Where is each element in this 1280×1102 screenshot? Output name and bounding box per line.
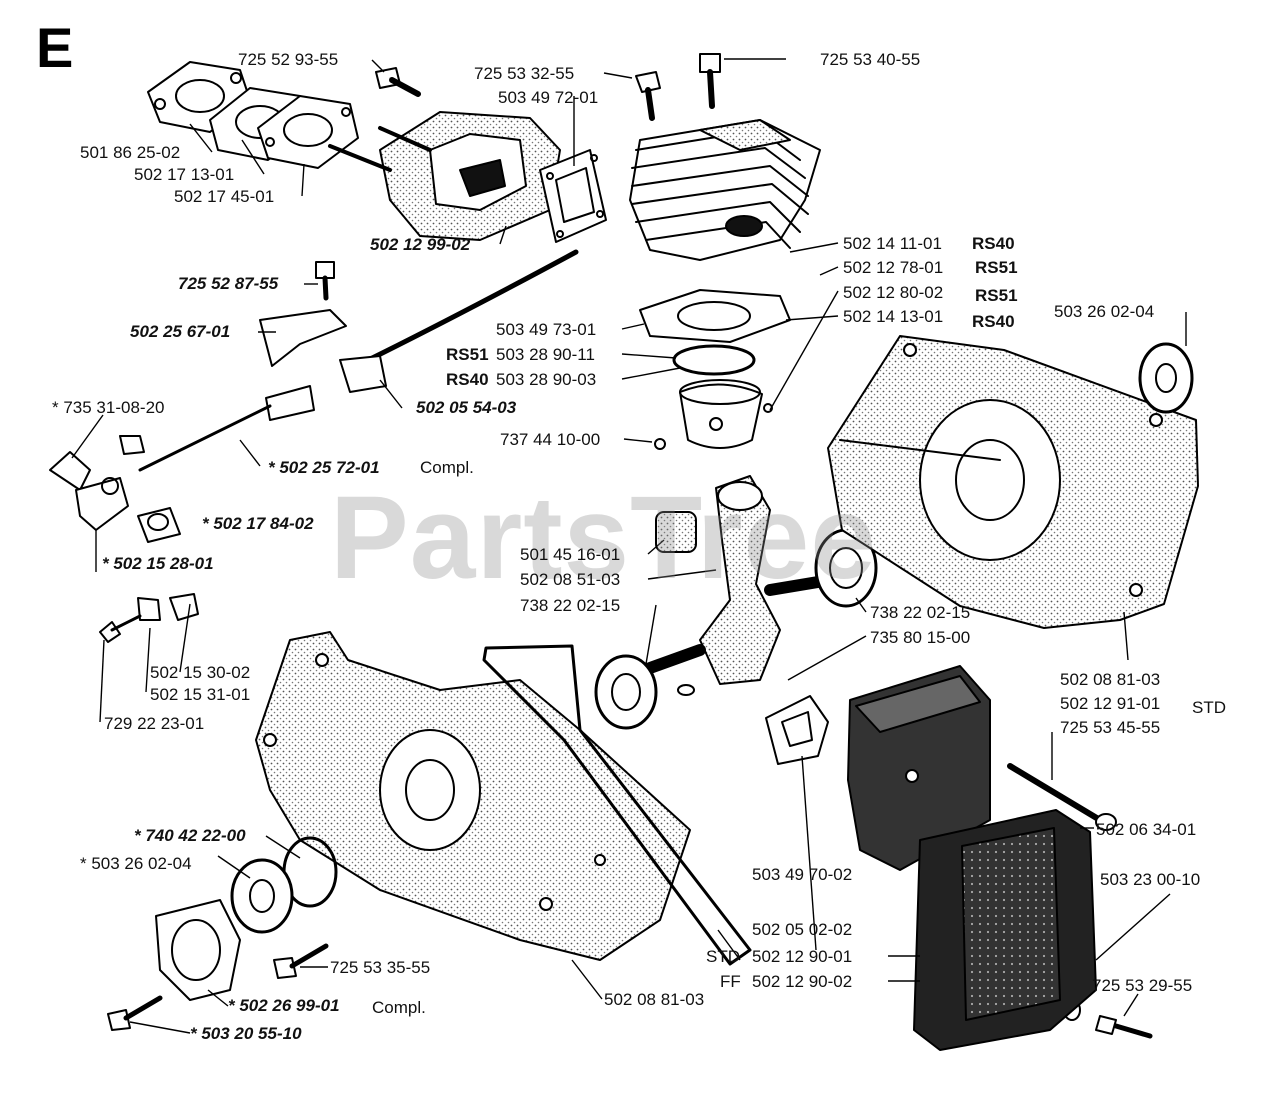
part-label: 501 86 25-02 bbox=[80, 143, 181, 162]
bearing-cover bbox=[155, 899, 241, 1001]
part-label: 503 28 90-03 bbox=[496, 370, 597, 389]
part-label: 725 53 40-55 bbox=[820, 50, 921, 69]
crankcase-right bbox=[827, 335, 1199, 629]
part-label: 725 53 35-55 bbox=[330, 958, 431, 977]
part-label: * 502 15 28-01 bbox=[102, 554, 214, 573]
ball-bearing-left bbox=[594, 654, 658, 730]
muffler-cover bbox=[913, 809, 1097, 1051]
carburetor-gaskets bbox=[147, 61, 359, 169]
part-label: 502 14 11-01 bbox=[843, 234, 942, 253]
part-label: * 735 31-08-20 bbox=[52, 398, 165, 417]
part-label: 502 08 81-03 bbox=[604, 990, 705, 1009]
part-label: 502 08 81-03 bbox=[1060, 670, 1161, 689]
part-label: 502 06 34-01 bbox=[1096, 820, 1197, 839]
part-label: * 503 20 55-10 bbox=[190, 1024, 302, 1043]
model-tag: RS51 bbox=[975, 286, 1018, 305]
part-label: 737 44 10-00 bbox=[500, 430, 601, 449]
part-label: 502 15 31-01 bbox=[150, 685, 251, 704]
part-label: 501 45 16-01 bbox=[520, 545, 621, 564]
part-label: 502 12 80-02 bbox=[843, 283, 944, 302]
part-label: 502 12 99-02 bbox=[370, 235, 471, 254]
part-label: * 502 26 99-01 bbox=[228, 996, 340, 1015]
part-label: 502 15 30-02 bbox=[150, 663, 251, 682]
variant-tag: STD bbox=[706, 947, 740, 966]
part-label: 502 14 13-01 bbox=[843, 307, 944, 326]
screws-top bbox=[315, 53, 721, 301]
watermark: PartsTree bbox=[330, 472, 877, 604]
part-label: * 502 25 72-01 bbox=[268, 458, 380, 477]
part-label: 729 22 23-01 bbox=[104, 714, 205, 733]
model-tag: RS40 bbox=[446, 370, 489, 389]
part-label: 503 49 70-02 bbox=[752, 865, 853, 884]
section-letter: E bbox=[36, 16, 74, 79]
cylinder-gasket bbox=[639, 289, 791, 343]
leader-lines bbox=[71, 58, 1187, 1034]
part-label: 503 49 72-01 bbox=[498, 88, 599, 107]
part-label: 725 52 87-55 bbox=[178, 274, 279, 293]
part-label: 725 53 29-55 bbox=[1092, 976, 1193, 995]
intake-manifold bbox=[328, 111, 561, 241]
part-label: * 502 17 84-02 bbox=[202, 514, 314, 533]
crankcase-gasket bbox=[482, 644, 752, 966]
part-label: 503 28 90-11 bbox=[496, 345, 595, 364]
compl-note: Compl. bbox=[420, 458, 474, 477]
throttle-linkage bbox=[49, 435, 199, 643]
part-label: * 503 26 02-04 bbox=[80, 854, 192, 873]
seal-left bbox=[230, 858, 294, 934]
cylinder bbox=[629, 119, 821, 261]
part-label: 502 25 67-01 bbox=[130, 322, 231, 341]
part-label: * 740 42 22-00 bbox=[134, 826, 246, 845]
part-label: 725 53 32-55 bbox=[474, 64, 575, 83]
compl-note: Compl. bbox=[372, 998, 426, 1017]
part-label: 738 22 02-15 bbox=[520, 596, 621, 615]
muffler-gasket bbox=[765, 695, 829, 765]
piston-assembly bbox=[654, 344, 773, 450]
part-label: 735 80 15-00 bbox=[870, 628, 971, 647]
part-label: 725 53 45-55 bbox=[1060, 718, 1161, 737]
crankcase-left bbox=[255, 631, 691, 961]
muffler bbox=[847, 665, 991, 871]
part-label: 502 17 13-01 bbox=[134, 165, 235, 184]
variant-tag: FF bbox=[720, 972, 741, 991]
part-label: 503 23 00-10 bbox=[1100, 870, 1201, 889]
part-label: 502 12 90-01 bbox=[752, 947, 853, 966]
part-label: 502 08 51-03 bbox=[520, 570, 621, 589]
model-tag: RS40 bbox=[972, 312, 1015, 331]
seal-top-right bbox=[1138, 342, 1194, 414]
model-tag: RS51 bbox=[975, 258, 1018, 277]
part-label: 502 12 78-01 bbox=[843, 258, 944, 277]
needle-bearing bbox=[655, 511, 697, 553]
variant-tag: STD bbox=[1192, 698, 1226, 717]
part-label: 502 17 45-01 bbox=[174, 187, 275, 206]
part-label: 503 49 73-01 bbox=[496, 320, 597, 339]
part-label: 502 12 90-02 bbox=[752, 972, 853, 991]
model-tag: RS40 bbox=[972, 234, 1015, 253]
part-label: 502 12 91-01 bbox=[1060, 694, 1161, 713]
part-label: 502 05 54-03 bbox=[416, 398, 517, 417]
part-label: 725 52 93-55 bbox=[238, 50, 339, 69]
throttle-cable bbox=[138, 249, 579, 472]
part-label: 503 26 02-04 bbox=[1054, 302, 1155, 321]
part-label: 738 22 02-15 bbox=[870, 603, 971, 622]
part-label: 502 05 02-02 bbox=[752, 920, 853, 939]
model-tag: RS51 bbox=[446, 345, 489, 364]
